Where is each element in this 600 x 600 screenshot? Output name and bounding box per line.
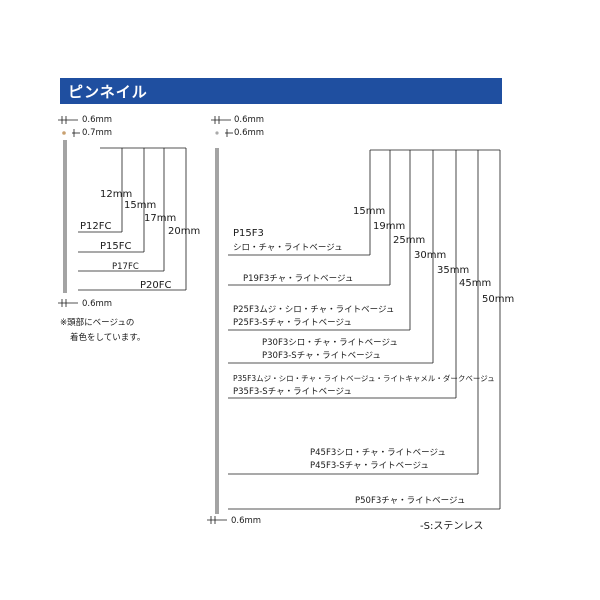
right-diagram (207, 116, 501, 524)
model-p35f3-s: P35F3-Sチャ・ライトベージュ (233, 387, 352, 397)
nail-head-icon (62, 131, 66, 135)
note-line-2: 着色をしています。 (70, 332, 145, 343)
note-line-1: ※頭部にベージュの (60, 317, 134, 328)
model-p15f3-colors: シロ・チャ・ライトベージュ (233, 243, 343, 253)
model-p45f3: P45F3シロ・チャ・ライトベージュ (310, 448, 446, 458)
left-top-dim-1: 0.6mm (82, 115, 112, 125)
right-top-dim-2: 0.6mm (234, 128, 264, 138)
left-length-12: 12mm (100, 189, 132, 200)
left-diagram (58, 116, 187, 307)
left-length-20: 20mm (168, 226, 200, 237)
legend-stainless: -S:ステンレス (420, 521, 483, 532)
model-p15f3: P15F3 (233, 228, 264, 239)
section-header: ピンネイル (60, 78, 502, 104)
right-length-25: 25mm (393, 235, 425, 246)
left-length-15: 15mm (124, 200, 156, 211)
right-bottom-dim: 0.6mm (231, 516, 261, 526)
right-length-30: 30mm (414, 250, 446, 261)
model-p30f3: P30F3シロ・チャ・ライトベージュ (262, 338, 398, 348)
left-top-dim-2: 0.7mm (82, 128, 112, 138)
right-length-45: 45mm (459, 278, 491, 289)
model-p25f3: P25F3ムジ・シロ・チャ・ライトベージュ (233, 305, 394, 315)
right-length-50: 50mm (482, 294, 514, 305)
model-p35f3: P35F3ムジ・シロ・チャ・ライトベージュ・ライトキャメル・ダークベージュ (233, 373, 495, 383)
right-labels: 0.6mm 0.6mm 15mm 19mm 25mm 30mm 35mm 45m… (231, 115, 514, 532)
right-length-15: 15mm (353, 206, 385, 217)
section-title: ピンネイル (68, 83, 148, 101)
model-p45f3-s: P45F3-Sチャ・ライトベージュ (310, 461, 429, 471)
left-bottom-dim: 0.6mm (82, 299, 112, 309)
left-labels: 0.6mm 0.7mm 12mm 15mm 17mm 20mm P12FC P1… (60, 115, 200, 343)
nail-head-icon (215, 131, 219, 135)
right-top-dim-1: 0.6mm (234, 115, 264, 125)
model-p15fc: P15FC (100, 241, 132, 252)
model-p12fc: P12FC (80, 221, 112, 232)
model-p25f3-s: P25F3-Sチャ・ライトベージュ (233, 318, 352, 328)
right-length-35: 35mm (437, 265, 469, 276)
model-p20fc: P20FC (140, 280, 172, 291)
model-p19f3: P19F3チャ・ライトベージュ (243, 274, 353, 284)
model-p30f3-s: P30F3-Sチャ・ライトベージュ (262, 351, 381, 361)
right-length-19: 19mm (373, 221, 405, 232)
model-p17fc: P17FC (112, 262, 139, 272)
model-p50f3: P50F3チャ・ライトベージュ (355, 496, 465, 506)
left-length-17: 17mm (144, 213, 176, 224)
